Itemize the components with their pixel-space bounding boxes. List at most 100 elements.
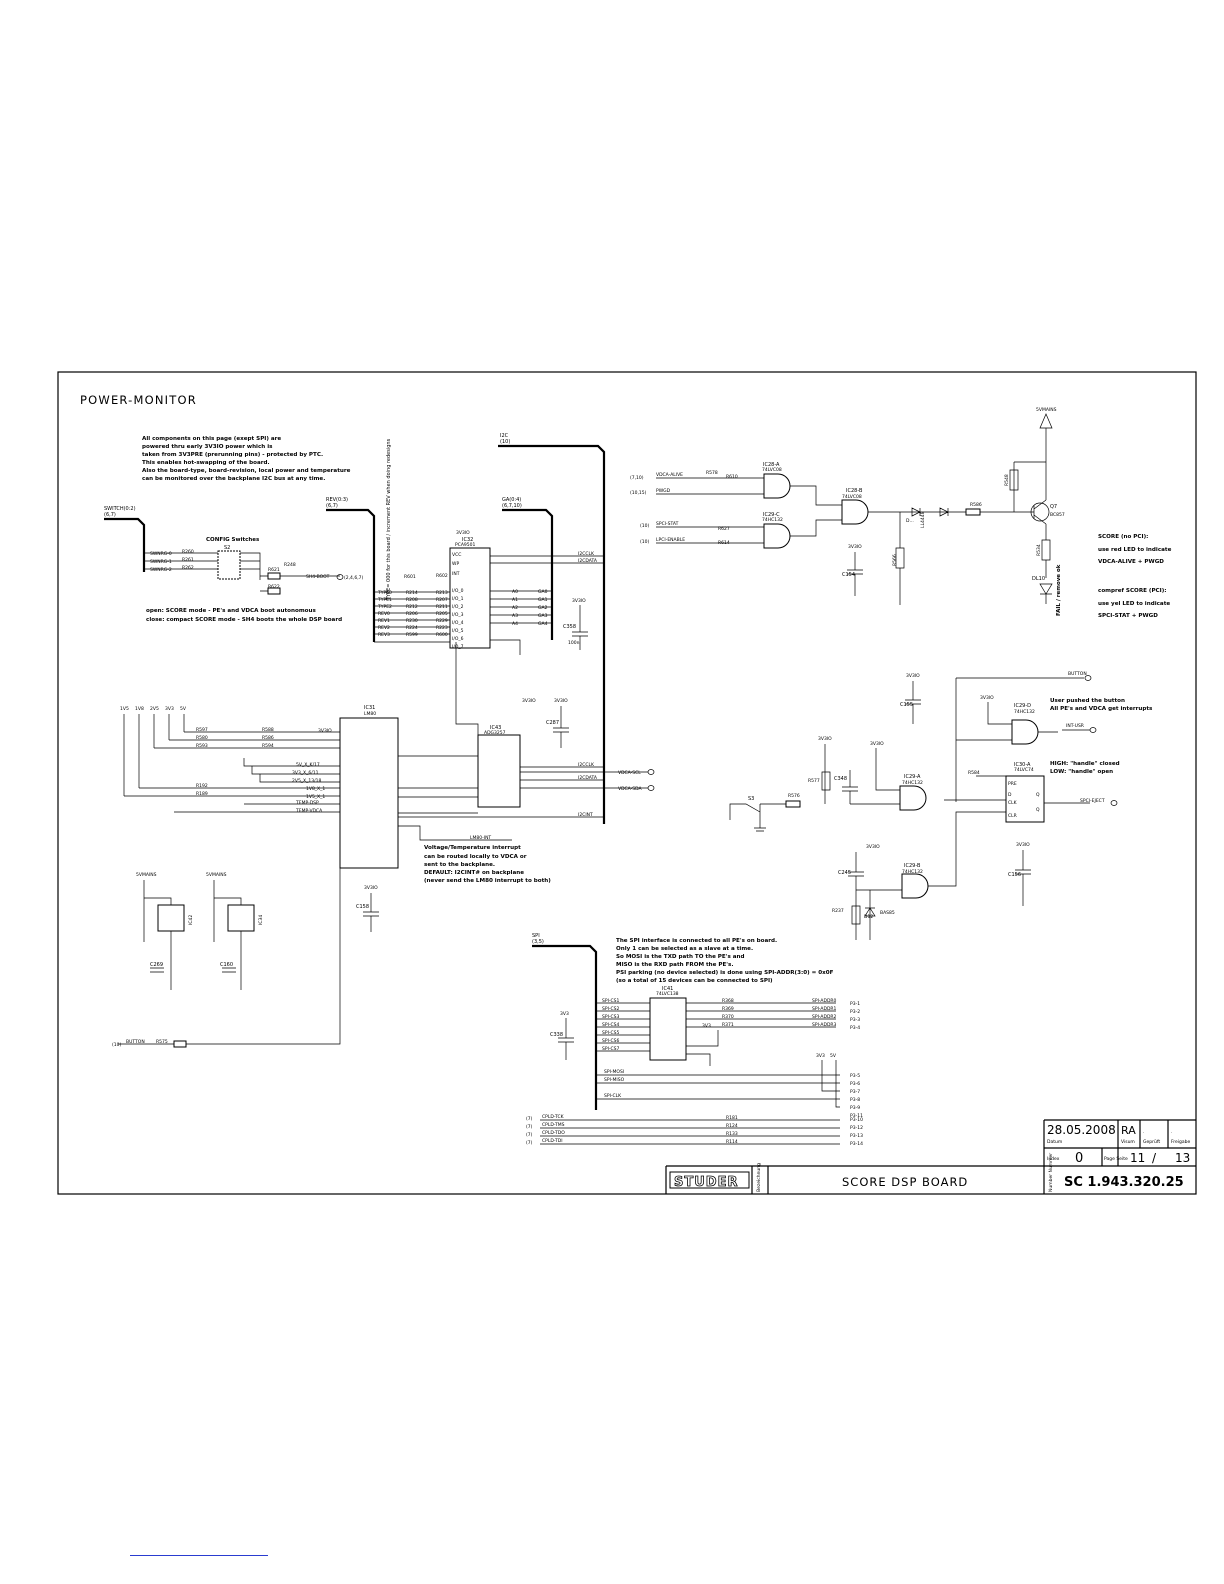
- svg-text:IC29-B: IC29-B: [904, 863, 921, 869]
- svg-text:VDCA-ALIVE: VDCA-ALIVE: [656, 472, 683, 478]
- svg-text:SPI-CS2: SPI-CS2: [602, 1006, 620, 1012]
- tb-initials: RA: [1121, 1124, 1136, 1137]
- svg-text:R212: R212: [406, 604, 418, 610]
- svg-text:3V3IO: 3V3IO: [318, 728, 332, 734]
- svg-text:5VMAINS: 5VMAINS: [206, 872, 227, 878]
- svg-text:INT: INT: [452, 571, 460, 577]
- svg-text:HIGH: "handle" closed: HIGH: "handle" closed: [1050, 761, 1120, 767]
- switch-bus: [104, 517, 146, 572]
- svg-text:R594: R594: [262, 743, 274, 749]
- svg-text:3V3IO: 3V3IO: [522, 698, 536, 704]
- svg-text:74HC132: 74HC132: [902, 869, 923, 875]
- svg-text:R262: R262: [182, 565, 194, 571]
- svg-text:VDCA-SCL: VDCA-SCL: [618, 770, 641, 776]
- chip-ic41: IC41 74LVC138: [649, 986, 687, 1061]
- svg-text:VCC: VCC: [452, 552, 461, 558]
- gate-ic29a: [899, 785, 927, 811]
- svg-text:P3-12: P3-12: [850, 1125, 863, 1131]
- svg-text:1V5: 1V5: [120, 706, 129, 712]
- svg-text:(7): (7): [526, 1116, 533, 1122]
- svg-text:R229: R229: [436, 618, 448, 624]
- svg-text:(7): (7): [526, 1132, 533, 1138]
- svg-text:C358: C358: [563, 624, 576, 630]
- svg-text:sent to the backplane.: sent to the backplane.: [424, 862, 495, 868]
- svg-text:3V3IO: 3V3IO: [364, 885, 378, 891]
- svg-text:(10): (10): [640, 539, 649, 545]
- svg-text:BC857: BC857: [1050, 512, 1065, 518]
- svg-text:SWNRG-0: SWNRG-0: [150, 551, 172, 557]
- svg-text:VDCA-SDA: VDCA-SDA: [618, 786, 643, 792]
- tb-title: SCORE DSP BOARD: [842, 1175, 968, 1189]
- svg-text:PRE: PRE: [1008, 781, 1017, 787]
- svg-text:C338: C338: [550, 1032, 563, 1038]
- svg-text:SPI-CS3: SPI-CS3: [602, 1014, 620, 1020]
- svg-text:R622: R622: [268, 584, 280, 590]
- net-switch-ref: (6,7): [104, 512, 116, 518]
- gate-ic28a: [763, 473, 791, 499]
- svg-text:5V: 5V: [830, 1053, 837, 1059]
- svg-text:R597: R597: [196, 727, 208, 733]
- svg-text:(10): (10): [640, 523, 649, 529]
- sheet-title: POWER-MONITOR: [80, 393, 197, 407]
- spi-cs-nets: SPI-CS1 SPI-CS2 SPI-CS3 SPI-CS4 SPI-CS5 …: [602, 998, 620, 1052]
- svg-text:3V3: 3V3: [560, 1011, 569, 1017]
- svg-text:3V3IO: 3V3IO: [456, 530, 470, 536]
- svg-text:So MOSI is the TXD path TO the: So MOSI is the TXD path TO the PE's and: [616, 954, 744, 960]
- cap-c154: 3V3IO C154: [842, 544, 863, 596]
- svg-text:Only 1 can be selected as a sl: Only 1 can be selected as a slave at a t…: [616, 946, 753, 952]
- note-user-button: User pushed the button All PE's and VDCA…: [1050, 698, 1153, 712]
- svg-text:open: SCORE mode - PE's and VD: open: SCORE mode - PE's and VDCA boot au…: [146, 608, 316, 614]
- spi-note: The SPI interface is connected to all PE…: [616, 938, 834, 984]
- svg-text:P3-10: P3-10: [850, 1117, 863, 1123]
- svg-text:R575: R575: [156, 1039, 168, 1045]
- config-note: open: SCORE mode - PE's and VDCA boot au…: [146, 608, 342, 623]
- net-rev-ref: (6,7): [326, 503, 338, 509]
- diode-d12: D12 BAS85: [864, 890, 895, 940]
- svg-text:R586: R586: [970, 502, 982, 508]
- svg-text:R627: R627: [718, 526, 730, 532]
- svg-text:SPCI-STAT: SPCI-STAT: [656, 521, 679, 527]
- svg-text:REV3: REV3: [378, 632, 390, 638]
- svg-text:(7): (7): [526, 1124, 533, 1130]
- svg-text:74LVC08: 74LVC08: [762, 467, 782, 473]
- s2-label: S2: [224, 545, 230, 551]
- net-i2cint: I2CINT: [578, 812, 593, 818]
- svg-text:1V8_X_1: 1V8_X_1: [306, 786, 325, 792]
- svg-text:R237: R237: [832, 908, 844, 914]
- svg-text:C348: C348: [834, 776, 847, 782]
- svg-text:74HC132: 74HC132: [762, 517, 783, 523]
- svg-text:DEFAULT: I2CINT# on backplane: DEFAULT: I2CINT# on backplane: [424, 870, 524, 876]
- svg-text:PSI parking (no device selecte: PSI parking (no device selected) is done…: [616, 970, 834, 976]
- svg-text:100n: 100n: [568, 640, 580, 646]
- net-gaddr-ref: (6,7,10): [502, 503, 522, 509]
- ic31-inputs: 5V_X_K/17 3V3_X_6/11 2V5_X_13/18 1V8_X_1…: [292, 762, 325, 814]
- svg-text:R602: R602: [436, 573, 448, 579]
- svg-text:SPI-ADDR3: SPI-ADDR3: [812, 1022, 837, 1028]
- svg-text:A4: A4: [512, 621, 518, 627]
- svg-text:I2CDATA: I2CDATA: [578, 775, 598, 781]
- svg-text:(10): (10): [112, 1042, 121, 1048]
- svg-text:IC28-B: IC28-B: [846, 488, 863, 494]
- svg-text:R124: R124: [726, 1123, 738, 1129]
- cap-c160: C160: [220, 962, 233, 968]
- tb-page: 11: [1130, 1151, 1145, 1165]
- led-dl10: DL10: [1032, 576, 1053, 604]
- svg-text:R368: R368: [722, 998, 734, 1004]
- svg-text:3V3: 3V3: [816, 1053, 825, 1059]
- svg-text:5VMAINS: 5VMAINS: [136, 872, 157, 878]
- svg-text:SPI-ADDR0: SPI-ADDR0: [812, 998, 837, 1004]
- svg-text:Index: Index: [1047, 1156, 1060, 1162]
- transistor-q7: Q7 BC857: [1030, 499, 1065, 525]
- svg-text:taken from 3V3PRE (prerunning: taken from 3V3PRE (prerunning pins) - pr…: [142, 452, 323, 458]
- net-sh4boot: SH4-BOOT: [306, 574, 330, 580]
- svg-text:3V3IO: 3V3IO: [870, 741, 884, 747]
- svg-text:A1: A1: [512, 597, 518, 603]
- svg-text:3V3IO: 3V3IO: [572, 598, 586, 604]
- svg-text:IC28-A: IC28-A: [763, 462, 780, 468]
- svg-text:P3-5: P3-5: [850, 1073, 860, 1079]
- net-gaddr: GA(0:4): [502, 497, 521, 503]
- svg-text:P3-8: P3-8: [850, 1097, 860, 1103]
- net-i2c-ref: (10): [500, 439, 510, 445]
